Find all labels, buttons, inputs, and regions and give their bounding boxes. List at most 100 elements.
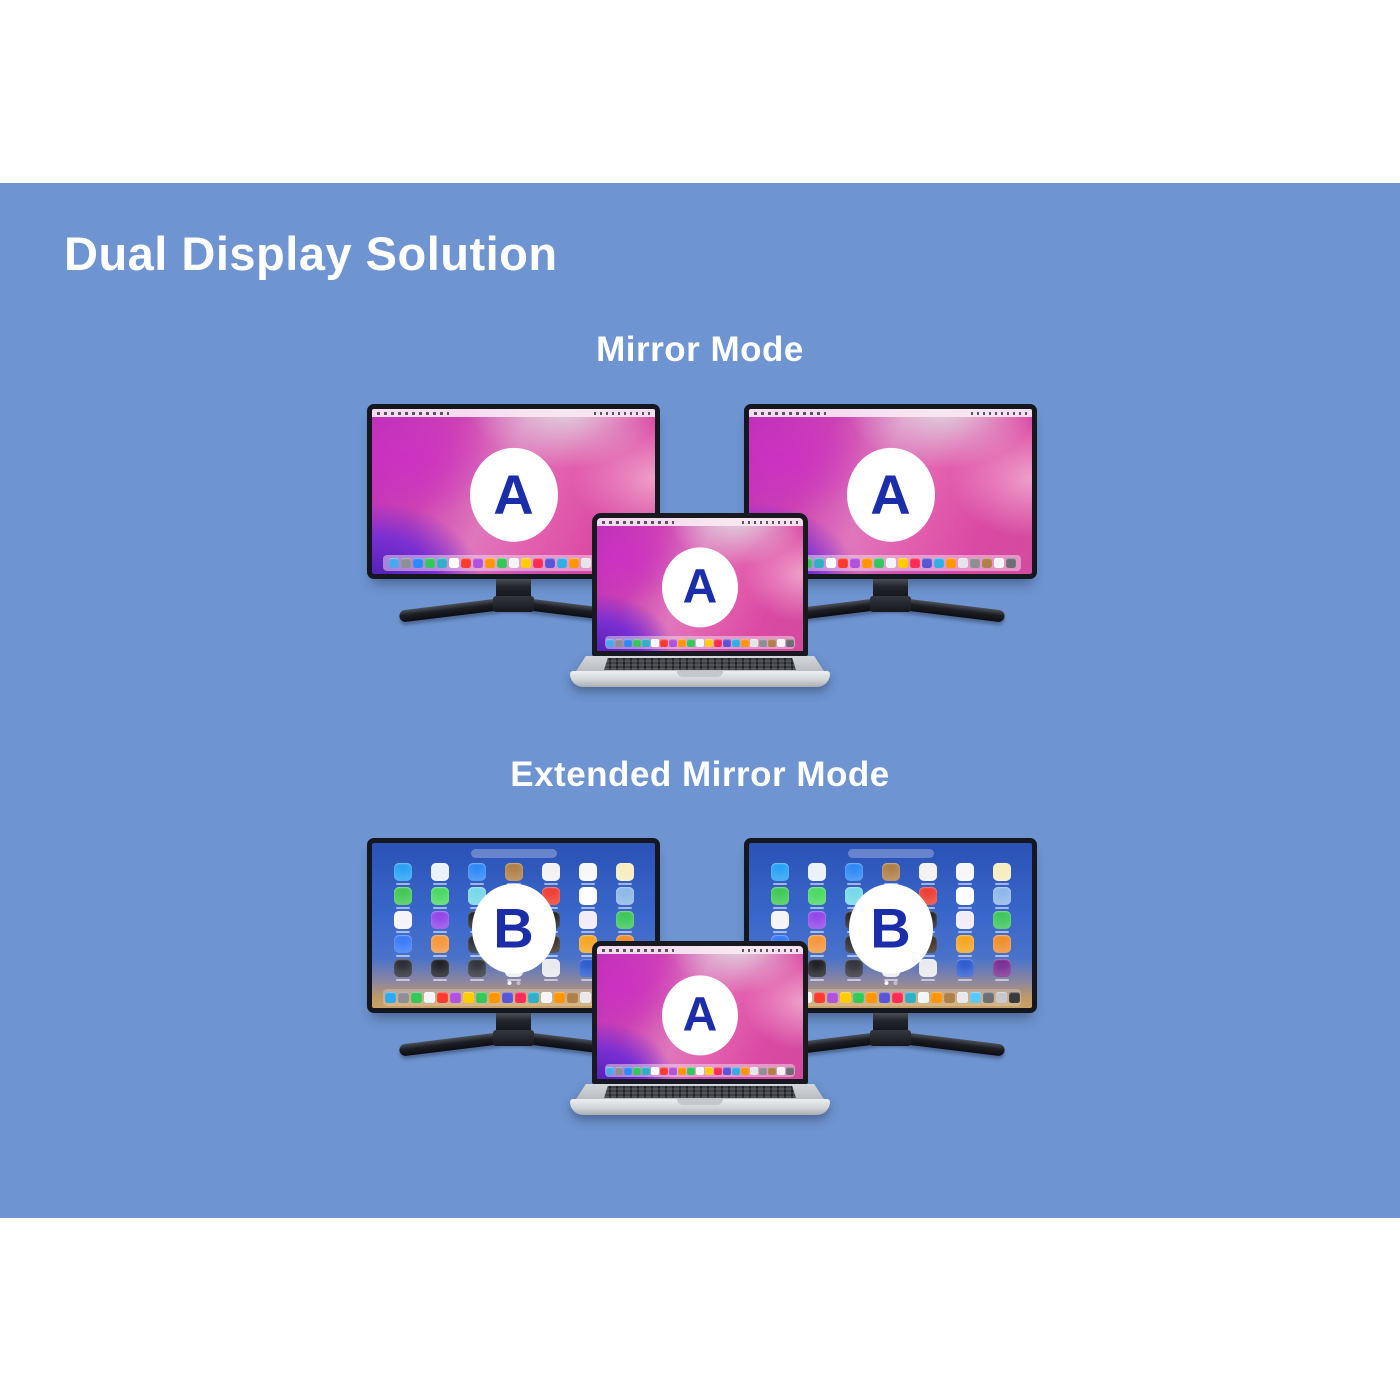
- dock-app-icon: [410, 992, 422, 1003]
- dock-app-icon: [660, 638, 668, 647]
- dock-app-icon: [813, 558, 824, 568]
- dock-app-icon: [508, 558, 519, 568]
- stand-hub: [493, 1030, 534, 1046]
- dock-app-icon: [696, 1066, 704, 1075]
- launchpad-app-icon: [430, 911, 449, 933]
- launchpad-app-icon: [955, 887, 974, 909]
- dock-app-icon: [786, 638, 794, 647]
- dock-app-icon: [786, 1066, 794, 1075]
- display-label-badge: A: [469, 447, 558, 542]
- launchpad-app-icon: [578, 887, 597, 909]
- display-label-badge: B: [471, 883, 556, 974]
- extended-laptop: A: [570, 941, 830, 1115]
- launchpad-app-icon: [615, 887, 634, 909]
- dock-app-icon: [945, 558, 956, 568]
- launchpad-app-icon: [615, 863, 634, 885]
- dock-app-icon: [813, 992, 825, 1003]
- dock-app-icon: [759, 1066, 767, 1075]
- launchpad-app-icon: [844, 959, 863, 981]
- display-label-badge: A: [846, 447, 935, 542]
- dock-app-icon: [705, 638, 713, 647]
- dock-app-icon: [660, 1066, 668, 1075]
- display-label-badge: B: [848, 883, 933, 974]
- launchpad-app-icon: [992, 863, 1011, 885]
- dock-app-icon: [957, 558, 968, 568]
- stand-neck: [873, 1013, 908, 1035]
- keyboard: [604, 1086, 796, 1098]
- launchpad-app-icon: [578, 863, 597, 885]
- dock-app-icon: [566, 992, 578, 1003]
- launchpad-app-icon: [541, 863, 560, 885]
- launchpad-app-icon: [393, 935, 412, 957]
- lid-notch: [677, 1099, 723, 1105]
- launchpad-app-icon: [807, 911, 826, 933]
- display-label: A: [870, 462, 911, 526]
- dock-app-icon: [544, 558, 555, 568]
- dock-app-icon: [696, 638, 704, 647]
- dock-app-icon: [687, 638, 695, 647]
- dock-app-icon: [606, 638, 614, 647]
- dock-app-icon: [540, 992, 552, 1003]
- laptop-base: [570, 656, 830, 687]
- dock-app-icon: [496, 558, 507, 568]
- dock-app-icon: [969, 992, 981, 1003]
- dock-app-icon: [678, 1066, 686, 1075]
- dock-app-icon: [633, 638, 641, 647]
- launchpad-app-icon: [807, 935, 826, 957]
- dock-app-icon: [669, 1066, 677, 1075]
- display-label: A: [493, 462, 534, 526]
- dock: [760, 989, 1021, 1006]
- launchpad-app-icon: [955, 863, 974, 885]
- dock-app-icon: [750, 1066, 758, 1075]
- launchpad-app-icon: [807, 959, 826, 981]
- display-label: B: [870, 896, 911, 960]
- dock-app-icon: [837, 558, 848, 568]
- dock-app-icon: [580, 558, 591, 568]
- menu-bar: [372, 409, 655, 417]
- dock-app-icon: [873, 558, 884, 568]
- dock-app-icon: [460, 558, 471, 568]
- dock-app-icon: [520, 558, 531, 568]
- dock: [383, 555, 644, 571]
- laptop-base: [570, 1084, 830, 1115]
- dock-app-icon: [897, 558, 908, 568]
- dock-app-icon: [732, 638, 740, 647]
- launchpad-app-icon: [467, 959, 486, 981]
- dock-app-icon: [669, 638, 677, 647]
- dock-app-icon: [472, 558, 483, 568]
- dock-app-icon: [865, 992, 877, 1003]
- dock-app-icon: [878, 992, 890, 1003]
- dock-app-icon: [579, 992, 591, 1003]
- launchpad-page-dots: [507, 981, 520, 985]
- dock-app-icon: [723, 1066, 731, 1075]
- dock-app-icon: [981, 558, 992, 568]
- dock-app-icon: [488, 992, 500, 1003]
- menu-bar: [597, 518, 803, 526]
- dock-app-icon: [956, 992, 968, 1003]
- dock-app-icon: [1005, 558, 1016, 568]
- dock-app-icon: [642, 1066, 650, 1075]
- launchpad-app-icon: [881, 863, 900, 885]
- stand-hub: [870, 596, 911, 612]
- dock-app-icon: [741, 1066, 749, 1075]
- launchpad-page-dots: [884, 981, 897, 985]
- dock-app-icon: [930, 992, 942, 1003]
- launchpad-app-icon: [467, 863, 486, 885]
- dock-app-icon: [412, 558, 423, 568]
- dock-app-icon: [642, 638, 650, 647]
- extended-monitor-left: B: [367, 838, 660, 1063]
- dock-app-icon: [943, 992, 955, 1003]
- launchpad-app-icon: [504, 863, 523, 885]
- dock-app-icon: [651, 1066, 659, 1075]
- dock-app-icon: [397, 992, 409, 1003]
- dock-app-icon: [615, 1066, 623, 1075]
- dock-app-icon: [741, 638, 749, 647]
- dock-app-icon: [714, 1066, 722, 1075]
- status-icons: [971, 411, 1027, 415]
- launchpad-search-bar: [470, 849, 557, 858]
- stand-hub: [870, 1030, 911, 1046]
- dock-app-icon: [839, 992, 851, 1003]
- display-label: A: [682, 559, 718, 613]
- dock: [605, 636, 795, 649]
